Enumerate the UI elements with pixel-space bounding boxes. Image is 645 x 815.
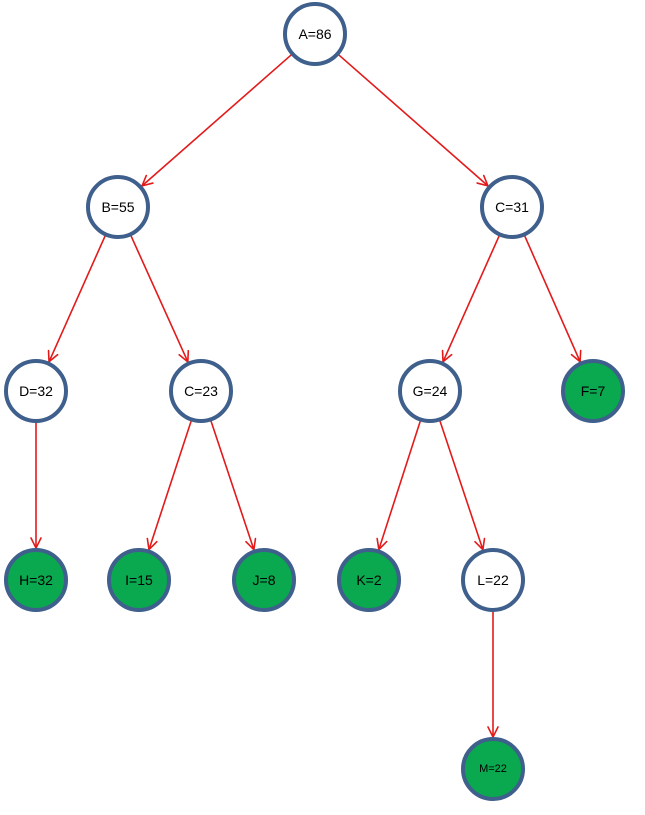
node-circle — [86, 175, 150, 239]
edge-g-to-l — [438, 419, 486, 551]
node-label: D=32 — [19, 383, 53, 399]
node-circle — [169, 359, 233, 423]
edge-a-to-c1 — [337, 53, 489, 187]
tree-node-c1: C=31 — [480, 175, 544, 239]
node-circle — [461, 737, 525, 801]
node-circle — [337, 548, 401, 612]
node-circle — [232, 548, 296, 612]
node-label: H=32 — [19, 572, 53, 588]
node-label: I=15 — [125, 572, 153, 588]
node-label: G=24 — [413, 383, 448, 399]
tree-node-j: J=8 — [232, 548, 296, 612]
edge-c1-to-f — [523, 234, 582, 363]
tree-node-b: B=55 — [86, 175, 150, 239]
edges-layer — [30, 53, 582, 738]
tree-node-h: H=32 — [4, 548, 68, 612]
node-circle — [398, 359, 462, 423]
node-label: A=86 — [298, 26, 331, 42]
edge-b-to-c2 — [129, 234, 190, 363]
node-label: J=8 — [253, 572, 276, 588]
node-label: L=22 — [477, 572, 509, 588]
tree-node-f: F=7 — [561, 359, 625, 423]
tree-node-k: K=2 — [337, 548, 401, 612]
edge-g-to-k — [376, 419, 422, 551]
node-label: M=22 — [479, 763, 507, 775]
node-label: B=55 — [101, 199, 134, 215]
tree-node-c2: C=23 — [169, 359, 233, 423]
node-label: C=23 — [184, 383, 218, 399]
node-circle — [107, 548, 171, 612]
tree-node-g: G=24 — [398, 359, 462, 423]
edge-c2-to-j — [209, 419, 257, 551]
edge-a-to-b — [141, 53, 293, 187]
tree-node-d: D=32 — [4, 359, 68, 423]
node-circle — [561, 359, 625, 423]
node-circle — [461, 548, 525, 612]
node-label: F=7 — [581, 383, 606, 399]
node-label: K=2 — [356, 572, 382, 588]
tree-node-m: M=22 — [461, 737, 525, 801]
node-label: C=31 — [495, 199, 529, 215]
tree-node-a: A=86 — [283, 2, 347, 66]
nodes-layer: A=86B=55 C=31D=32 C=23 G=24 F=7H=32 I=15 J=8 K=… — [4, 2, 625, 801]
edge-c1-to-g — [441, 234, 501, 363]
node-circle — [4, 359, 68, 423]
edge-c2-to-i — [146, 419, 193, 551]
node-circle — [480, 175, 544, 239]
tree-node-i: I=15 — [107, 548, 171, 612]
node-circle — [4, 548, 68, 612]
tree-node-l: L=22 — [461, 548, 525, 612]
node-circle — [283, 2, 347, 66]
edge-b-to-d — [47, 234, 107, 363]
